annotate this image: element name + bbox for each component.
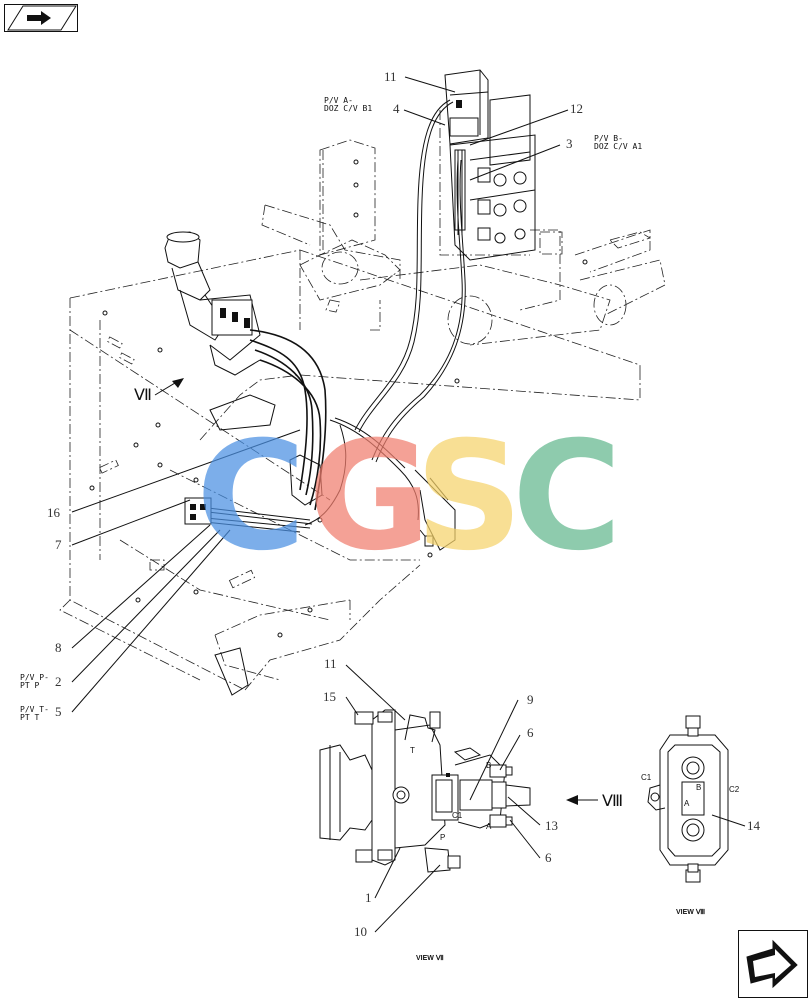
arrow-right-icon <box>746 939 798 989</box>
watermark-letter-s: S <box>415 410 523 584</box>
note-pv-t-line1: P/V T- <box>20 705 49 714</box>
port-notes: P/V A- DOZ C/V B1 P/V B- DOZ C/V A1 P/V … <box>20 96 642 722</box>
note-pv-t-line2: PT T <box>20 713 39 722</box>
arrow-left-icon <box>7 5 77 31</box>
view-ref-viii: Ⅷ <box>602 793 623 810</box>
callout-15: 15 <box>323 689 336 704</box>
view-port-a-label: A <box>684 799 690 808</box>
next-page-button[interactable] <box>738 930 808 998</box>
callout-14: 14 <box>747 818 761 833</box>
callout-3: 3 <box>566 136 573 151</box>
callout-11-view: 11 <box>324 656 337 671</box>
callout-4: 4 <box>393 101 400 116</box>
hoses <box>184 99 466 533</box>
callout-16: 16 <box>47 505 61 520</box>
callouts: 11 4 12 3 16 7 8 2 5 11 15 9 6 13 6 1 10… <box>47 69 761 939</box>
pilot-valve <box>164 231 276 431</box>
callout-12: 12 <box>570 101 583 116</box>
note-pv-p-line1: P/V P- <box>20 673 49 682</box>
note-pv-b-line1: P/V B- <box>594 134 623 143</box>
watermark-letter-c2: C <box>512 410 622 584</box>
prev-page-button[interactable] <box>4 4 78 32</box>
callout-2: 2 <box>55 674 62 689</box>
note-pv-a-line2: DOZ C/V B1 <box>324 104 372 113</box>
chassis-frame <box>59 249 641 696</box>
port-a-label: A <box>486 822 492 831</box>
view-ref-vii: Ⅶ <box>134 387 152 404</box>
callout-5: 5 <box>55 704 62 719</box>
view-viii-caption: VIEW Ⅷ <box>676 908 705 916</box>
watermark: C G S C <box>196 410 622 584</box>
view-vii-detail: T B C1 A P <box>319 709 598 873</box>
bracket-detail <box>414 469 456 551</box>
port-b-label: B <box>486 761 491 770</box>
watermark-letter-g: G <box>308 410 431 584</box>
callout-11-top: 11 <box>384 69 397 84</box>
callout-10: 10 <box>354 924 367 939</box>
port-c1-label: C1 <box>452 811 463 820</box>
view-port-b-label: B <box>696 783 701 792</box>
note-pv-p-line2: PT P <box>20 681 39 690</box>
callout-6-upper: 6 <box>527 725 534 740</box>
leader-lines <box>71 76 746 933</box>
callout-13: 13 <box>545 818 558 833</box>
callout-9: 9 <box>527 692 534 707</box>
view-viii-detail: C1 B A C2 <box>641 715 740 883</box>
port-p-label: P <box>440 833 445 842</box>
callout-8: 8 <box>55 640 62 655</box>
view-port-c2-label: C2 <box>729 785 740 794</box>
view-port-c1-label: C1 <box>641 773 652 782</box>
callout-7: 7 <box>55 537 62 552</box>
port-t-label: T <box>410 746 415 755</box>
upper-frame <box>261 139 666 346</box>
callout-1: 1 <box>365 890 372 905</box>
control-valve <box>439 69 536 261</box>
note-pv-a-line1: P/V A- <box>324 96 353 105</box>
callout-6-lower: 6 <box>545 850 552 865</box>
watermark-letter-c1: C <box>196 410 306 584</box>
view-vii-caption: VIEW Ⅶ <box>416 954 444 962</box>
note-pv-b-line2: DOZ C/V A1 <box>594 142 642 151</box>
